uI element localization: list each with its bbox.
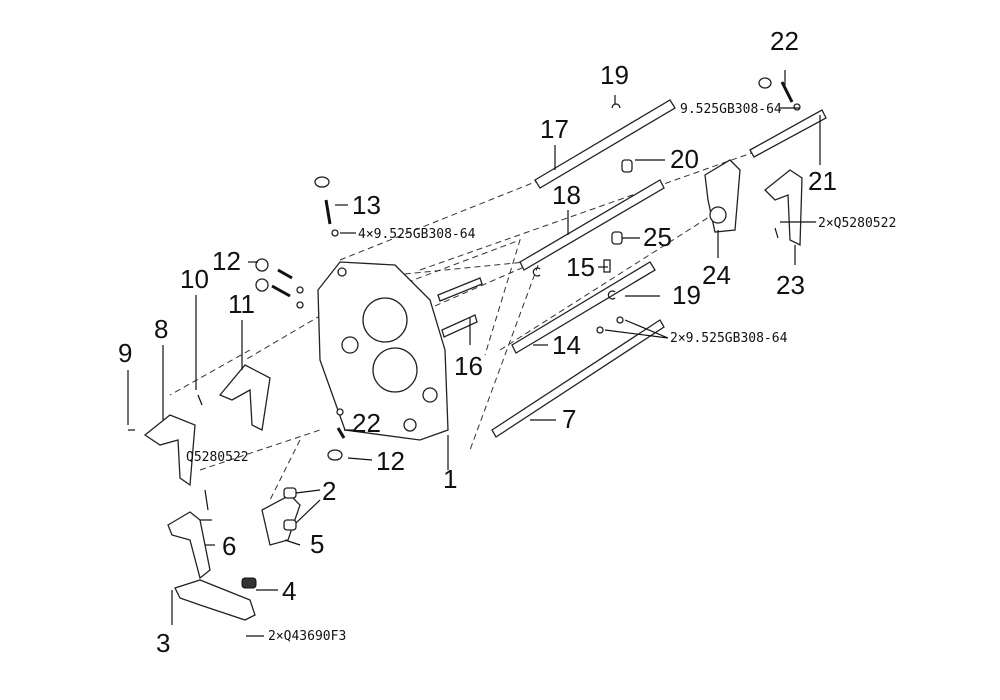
bushings-part-2	[283, 487, 297, 531]
callout-16: 16	[454, 351, 483, 381]
callout-22-top: 22	[770, 26, 799, 56]
fork-part-8	[143, 414, 196, 487]
part-annotations: 9.525GB308-64 4×9.525GB308-64 2×Q5280522…	[186, 102, 896, 644]
callout-10: 10	[180, 264, 209, 294]
callout-12-bottom: 12	[376, 446, 405, 476]
annotation-pin-23: 2×Q5280522	[818, 216, 896, 231]
callout-4: 4	[282, 576, 296, 606]
annotation-ball-top-right: 9.525GB308-64	[680, 102, 782, 117]
shaft-part-17	[534, 99, 676, 189]
callout-19-top: 19	[600, 60, 629, 90]
shaft-part-14	[511, 261, 656, 354]
springs	[271, 81, 794, 439]
detent-parts-20-25-15	[603, 159, 633, 273]
callout-23: 23	[776, 270, 805, 300]
callout-13: 13	[352, 190, 381, 220]
callout-9: 9	[118, 338, 132, 368]
callout-20: 20	[670, 144, 699, 174]
callout-17: 17	[540, 114, 569, 144]
callout-numbers: 1 2 3 4 5 6 7 8 9 10 11 12 12 13 14 15 1…	[118, 26, 837, 658]
annotation-balls-7: 2×9.525GB308-64	[670, 331, 788, 346]
lever-part-6	[167, 511, 211, 580]
callout-3: 3	[156, 628, 170, 658]
shaft-part-21	[749, 109, 827, 158]
shifter-part-24	[704, 159, 741, 233]
callout-22-bottom: 22	[352, 408, 381, 438]
callout-11: 11	[228, 289, 255, 319]
callout-12-top: 12	[212, 246, 241, 276]
annotation-balls-13: 4×9.525GB308-64	[358, 227, 476, 242]
balls	[296, 103, 801, 416]
plug-part-4	[241, 577, 257, 589]
clips-part-19	[532, 103, 621, 300]
lever-part-3	[174, 579, 256, 621]
callout-5: 5	[310, 529, 324, 559]
housing-part-1	[317, 261, 449, 441]
shaft-part-18	[519, 179, 665, 271]
callout-18: 18	[552, 180, 581, 210]
callout-25: 25	[643, 222, 672, 252]
callout-21: 21	[808, 166, 837, 196]
bolts-part-16	[437, 277, 483, 338]
fork-part-11	[218, 364, 271, 431]
callout-2: 2	[322, 476, 336, 506]
callout-1: 1	[443, 464, 457, 494]
callout-7: 7	[562, 404, 576, 434]
callout-14: 14	[552, 330, 581, 360]
annotation-pin-8: Q5280522	[186, 450, 249, 465]
callout-24: 24	[702, 260, 731, 290]
pins	[128, 227, 779, 521]
callout-8: 8	[154, 314, 168, 344]
leader-lines	[127, 70, 821, 637]
plugs-part-12	[255, 77, 772, 461]
shaft-part-7	[491, 319, 665, 438]
callout-15: 15	[566, 252, 595, 282]
fork-part-23	[764, 169, 803, 247]
callout-6: 6	[222, 531, 236, 561]
callout-19-bottom: 19	[672, 280, 701, 310]
annotation-clips-3: 2×Q43690F3	[268, 629, 346, 644]
